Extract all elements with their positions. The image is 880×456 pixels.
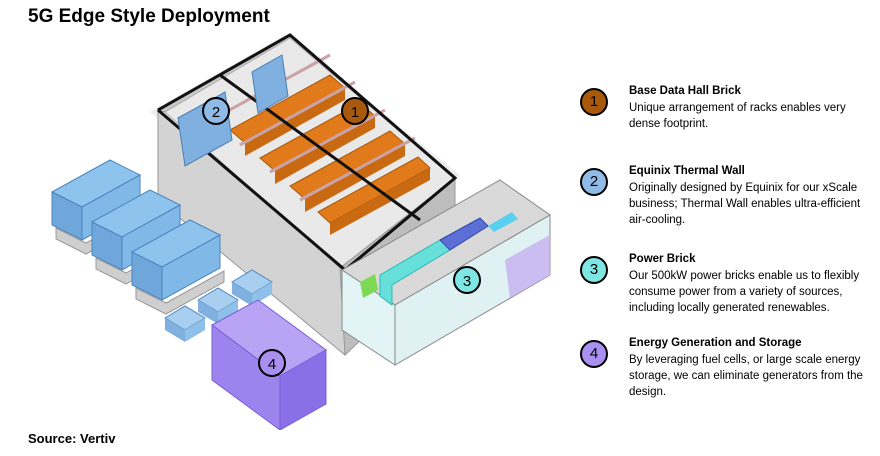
legend-title: Energy Generation and Storage — [629, 337, 802, 349]
legend-badge-4: 4 — [580, 340, 608, 368]
legend-badge-2: 2 — [580, 168, 608, 196]
legend-title: Power Brick — [629, 253, 696, 265]
svg-text:1: 1 — [351, 104, 359, 121]
legend-badge-1: 1 — [580, 88, 608, 116]
marker-1: 1 — [341, 97, 369, 125]
marker-3: 3 — [453, 266, 481, 294]
svg-text:4: 4 — [268, 356, 276, 373]
source-credit: Source: Vertiv — [28, 431, 116, 446]
legend-description: Unique arrangement of racks enables very… — [629, 102, 846, 130]
deployment-illustration: 1 2 3 4 — [50, 33, 551, 430]
energy-storage-block — [211, 299, 327, 430]
legend-badge-3: 3 — [580, 256, 608, 284]
legend-description: Our 500kW power bricks enable us to flex… — [629, 270, 860, 314]
legend-description: Originally designed by Equinix for our x… — [629, 182, 861, 226]
legend-title: Equinix Thermal Wall — [629, 165, 745, 177]
svg-text:3: 3 — [463, 273, 471, 290]
diagram-title: 5G Edge Style Deployment — [28, 6, 270, 27]
fan-units — [164, 269, 273, 342]
legend-title: Base Data Hall Brick — [629, 85, 741, 97]
data-hall-outline — [157, 33, 458, 272]
legend-description: By leveraging fuel cells, or large scale… — [629, 354, 863, 398]
svg-text:2: 2 — [212, 104, 220, 121]
marker-2: 2 — [202, 97, 230, 125]
cooling-units — [50, 159, 225, 315]
marker-4: 4 — [258, 349, 286, 377]
